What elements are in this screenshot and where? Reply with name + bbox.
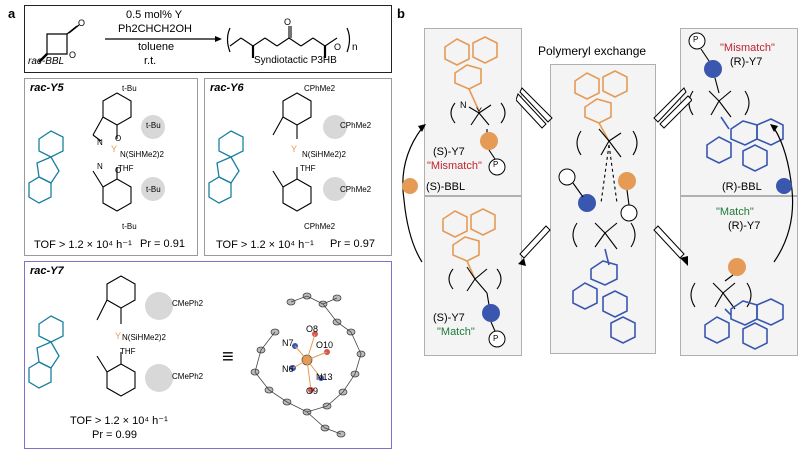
y6-structure: Y bbox=[208, 92, 347, 212]
reagent-alcohol: Ph2CHCH2OH bbox=[118, 23, 192, 35]
y5-title: rac-Y5 bbox=[30, 82, 64, 94]
r-mismatch-p: P bbox=[693, 35, 699, 44]
y5-tof: TOF > 1.2 × 10⁴ h⁻¹ bbox=[34, 239, 132, 251]
y6-cph-mid: CPhMe2 bbox=[340, 121, 372, 130]
exchange-title: Polymeryl exchange bbox=[538, 44, 647, 58]
y7-pr: Pr = 0.99 bbox=[92, 429, 137, 441]
s-match-p: P bbox=[493, 334, 499, 343]
r-match-status: "Match" bbox=[716, 206, 754, 218]
svg-text:Y: Y bbox=[115, 331, 121, 341]
svg-text:O: O bbox=[115, 166, 121, 175]
y5-tbu-bottom: t-Bu bbox=[122, 222, 137, 231]
solvent-label: toluene bbox=[138, 41, 175, 53]
xray-o9: O9 bbox=[306, 386, 319, 396]
s-bbl-circle bbox=[402, 178, 418, 194]
svg-text:Y: Y bbox=[111, 144, 117, 154]
subscript-n: n bbox=[352, 42, 358, 53]
y7-cme-top: CMePh2 bbox=[172, 299, 204, 308]
svg-text:O: O bbox=[115, 134, 121, 143]
y7-structure: Y bbox=[28, 275, 366, 438]
r-mismatch-svg bbox=[688, 32, 784, 172]
reaction-svg: O O O O bbox=[38, 17, 351, 63]
y6-cph-bottom: CPhMe2 bbox=[304, 222, 336, 231]
y7-title: rac-Y7 bbox=[30, 265, 64, 277]
r-mismatch-label: (R)-Y7 bbox=[730, 56, 763, 68]
y7-amide: N(SiHMe2)2 bbox=[122, 333, 167, 342]
panel-s-match bbox=[424, 196, 522, 356]
svg-text:O: O bbox=[334, 42, 341, 52]
r-match-svg bbox=[690, 258, 784, 350]
svg-text:N: N bbox=[97, 162, 103, 171]
substrate-label: rac-BBL bbox=[28, 56, 65, 67]
r-mismatch-status: "Mismatch" bbox=[720, 42, 775, 54]
xray-n7: N7 bbox=[282, 338, 294, 348]
xray-o10: O10 bbox=[316, 340, 334, 350]
left-equilibrium-arrows bbox=[516, 87, 553, 266]
s-mismatch-p: P bbox=[493, 160, 499, 169]
y5-tbu-mid2: t-Bu bbox=[146, 185, 161, 194]
y5-tbu-top: t-Bu bbox=[122, 84, 137, 93]
y5-tbu-mid: t-Bu bbox=[146, 121, 161, 130]
s-match-svg bbox=[442, 208, 506, 348]
product-label: Syndiotactic P3HB bbox=[254, 55, 337, 66]
y7-panel: Y bbox=[24, 261, 392, 449]
y6-title: rac-Y6 bbox=[210, 82, 244, 94]
panel-b-letter: b bbox=[397, 6, 405, 21]
panel-s-mismatch bbox=[424, 28, 522, 196]
y6-pr: Pr = 0.97 bbox=[330, 238, 375, 250]
s-mismatch-y: Y bbox=[476, 106, 483, 116]
panel-a-letter: a bbox=[8, 6, 16, 21]
s-mismatch-label: (S)-Y7 bbox=[433, 146, 465, 158]
svg-text:O: O bbox=[284, 17, 291, 27]
s-mismatch-svg bbox=[444, 36, 506, 176]
center-exchange-panel bbox=[550, 64, 656, 354]
r-bbl-label: (R)-BBL bbox=[722, 181, 762, 193]
svg-text:O: O bbox=[69, 50, 76, 60]
svg-text:N: N bbox=[97, 138, 103, 147]
y5-thf: THF bbox=[118, 164, 134, 173]
panel-r-mismatch bbox=[680, 28, 798, 196]
y5-pr: Pr = 0.91 bbox=[140, 238, 185, 250]
reagent-catalyst: 0.5 mol% Y bbox=[126, 9, 183, 21]
y5-structure: Y N N O O bbox=[28, 92, 165, 212]
svg-text:O: O bbox=[78, 18, 85, 28]
right-cycle-arrow bbox=[770, 124, 794, 263]
s-bbl-label: (S)-BBL bbox=[426, 181, 466, 193]
s-mismatch-status: "Mismatch" bbox=[427, 160, 482, 172]
y6-thf: THF bbox=[300, 164, 316, 173]
y6-amide: N(SiHMe2)2 bbox=[302, 150, 347, 159]
r-bbl-circle bbox=[776, 178, 792, 194]
xray-o8: O8 bbox=[306, 324, 319, 334]
y5-panel: Y N N O O bbox=[24, 78, 198, 256]
y7-thf: THF bbox=[120, 347, 136, 356]
xray-n6: N6 bbox=[282, 364, 294, 374]
right-equilibrium-arrows bbox=[653, 87, 692, 266]
temperature-label: r.t. bbox=[144, 55, 157, 67]
y6-cph-mid2: CPhMe2 bbox=[340, 185, 372, 194]
reaction-scheme: O O O O bbox=[24, 5, 392, 73]
y7-cme-bottom: CMePh2 bbox=[172, 372, 204, 381]
s-match-label: (S)-Y7 bbox=[433, 312, 465, 324]
s-match-status: "Match" bbox=[437, 326, 475, 338]
left-cycle-arrow bbox=[402, 124, 426, 263]
svg-text:Y: Y bbox=[291, 144, 297, 154]
panel-r-match bbox=[680, 196, 798, 356]
s-mismatch-n: N bbox=[460, 100, 467, 110]
y6-tof: TOF > 1.2 × 10⁴ h⁻¹ bbox=[216, 239, 314, 251]
y6-cph-top: CPhMe2 bbox=[304, 84, 336, 93]
xray-n13: N13 bbox=[316, 372, 333, 382]
center-svg bbox=[558, 70, 638, 344]
y5-amide: N(SiHMe2)2 bbox=[120, 150, 165, 159]
y7-tof: TOF > 1.2 × 10⁴ h⁻¹ bbox=[70, 415, 168, 427]
r-match-label: (R)-Y7 bbox=[728, 220, 761, 232]
y7-equiv: ≡ bbox=[222, 346, 234, 368]
y6-panel: Y bbox=[204, 78, 392, 256]
